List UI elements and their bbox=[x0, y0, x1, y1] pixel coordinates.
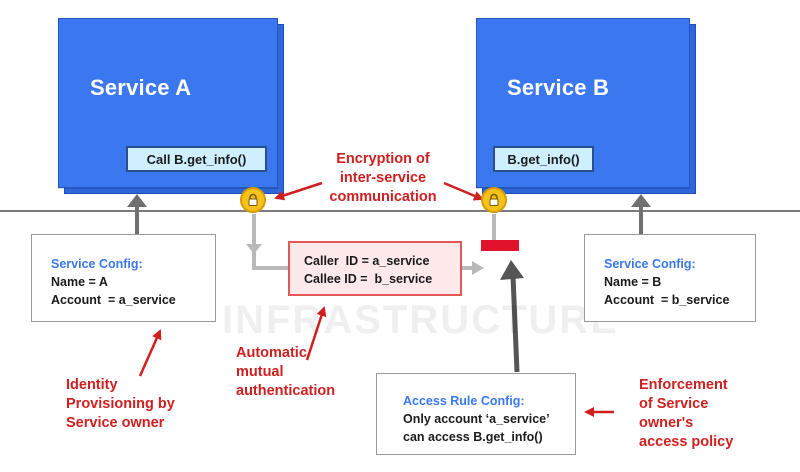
access-rule-card: Access Rule Config: Only account ‘a_serv… bbox=[376, 373, 576, 455]
identity-arrow bbox=[138, 329, 162, 377]
enforcement-point bbox=[481, 240, 519, 251]
service-b-method-label: B.get_info() bbox=[493, 146, 594, 172]
config-b-up-arrow bbox=[631, 194, 651, 234]
access-rule-line-1: Only account ‘a_service’ bbox=[403, 412, 550, 426]
service-config-b-account: Account = b_service bbox=[604, 293, 730, 307]
callee-id-line: Callee ID = b_service bbox=[304, 272, 433, 286]
encryption-arrow-right bbox=[443, 181, 484, 201]
auth-label: Automatic mutual authentication bbox=[236, 345, 336, 399]
service-config-a-name: Name = A bbox=[51, 275, 108, 289]
access-rule-arrow bbox=[500, 260, 524, 373]
service-config-b-title: Service Config: bbox=[604, 257, 696, 271]
auth-path-right-arrowhead bbox=[472, 261, 484, 275]
service-config-a-card: Service Config: Name = A Account = a_ser… bbox=[31, 234, 216, 322]
infrastructure-watermark: INFRASTRUCTURE bbox=[222, 298, 619, 342]
auth-arrow bbox=[305, 306, 327, 361]
service-config-b-card: Service Config: Name = B Account = b_ser… bbox=[584, 234, 756, 322]
service-b-title: Service B bbox=[507, 75, 610, 100]
infrastructure-line bbox=[0, 210, 800, 212]
encryption-arrow-left bbox=[274, 181, 323, 201]
service-config-b-name: Name = B bbox=[604, 275, 662, 289]
lock-glyph bbox=[248, 193, 258, 206]
lock-icon-a bbox=[240, 187, 266, 213]
identity-label: Identity Provisioning by Service owner bbox=[66, 377, 175, 431]
config-a-up-arrow bbox=[127, 194, 147, 234]
service-a-call-label: Call B.get_info() bbox=[126, 146, 267, 172]
service-b-box: Service B B.get_info() bbox=[476, 18, 690, 188]
lock-glyph bbox=[489, 193, 499, 206]
service-config-a-title: Service Config: bbox=[51, 257, 143, 271]
service-a-box: Service A Call B.get_info() bbox=[58, 18, 278, 188]
service-a-title: Service A bbox=[90, 75, 192, 100]
enforcement-label: Enforcement of Service owner's access po… bbox=[639, 377, 734, 450]
service-config-a-account: Account = a_service bbox=[51, 293, 176, 307]
encryption-label: Encryption of inter-service communicatio… bbox=[329, 151, 437, 205]
caller-id-line: Caller ID = a_service bbox=[304, 254, 430, 268]
auth-path-down-arrowhead bbox=[246, 244, 262, 254]
lock-icon-b bbox=[481, 187, 507, 213]
access-rule-line-2: can access B.get_info() bbox=[403, 430, 543, 444]
caller-callee-box: Caller ID = a_service Callee ID = b_serv… bbox=[288, 241, 462, 296]
access-rule-title: Access Rule Config: bbox=[403, 394, 525, 408]
